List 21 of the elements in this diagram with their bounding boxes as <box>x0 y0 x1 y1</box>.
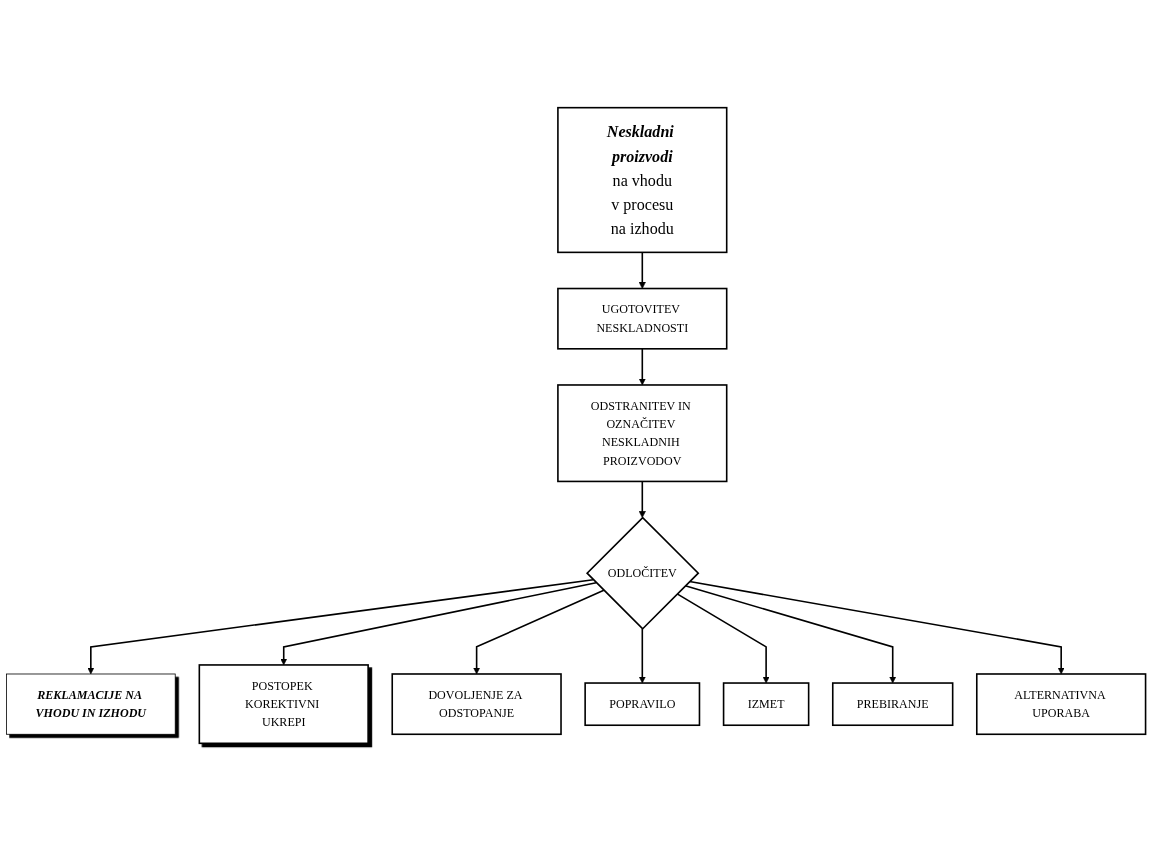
node-box: UGOTOVITEV NESKLADNOSTI <box>557 287 728 350</box>
node-box: ALTERNATIVNA UPORABA <box>975 673 1147 736</box>
node-box: DOVOLJENJE ZA ODSTOPANJE <box>391 673 562 736</box>
node-box: IZMET <box>722 682 810 727</box>
node-box: POPRAVILO <box>584 682 701 727</box>
arrow <box>638 480 646 518</box>
arrow <box>676 593 770 684</box>
arrow <box>87 578 595 675</box>
node-box: PREBIRANJE <box>831 682 954 727</box>
node-diamond: ODLOČITEV <box>585 516 700 630</box>
node-box: ODSTRANITEV IN OZNAČITEV NESKLADNIH PROIZVODOV <box>557 384 728 483</box>
arrow <box>638 348 646 386</box>
arrow <box>638 627 646 684</box>
arrow <box>473 589 605 675</box>
arrow <box>684 585 897 684</box>
arrow <box>688 580 1065 675</box>
arrow <box>280 581 597 666</box>
node-box: Neskladni proizvodi na vhodu v procesu na izhodu <box>557 106 728 254</box>
node-box: POSTOPEK KOREKTIVNI UKREPI <box>198 664 369 745</box>
node-box: REKLAMACIJE NA VHODU IN IZHODU <box>6 673 176 735</box>
arrow <box>638 251 646 289</box>
